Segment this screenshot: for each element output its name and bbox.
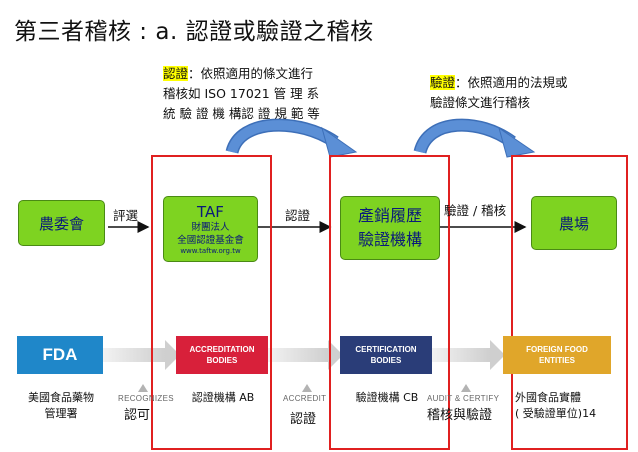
accreditation-note-line1: 認證：依照適用的條文進行: [163, 64, 320, 84]
cb-logo-line1: CERTIFICATION: [355, 345, 417, 354]
accreditation-highlight: 認證: [163, 66, 189, 81]
gray-label-recognizes: RECOGNIZES: [118, 394, 174, 403]
certification-note-line2: 驗證條文進行稽核: [430, 95, 531, 110]
node-coa: 農委會: [18, 200, 105, 246]
caption-recognize: 認可: [124, 408, 151, 423]
caption-ab: 認證機構 AB: [191, 391, 255, 404]
edge-label-accredit: 認證: [285, 208, 311, 223]
foreign-food-logo: FOREIGN FOOD ENTITIES: [503, 336, 611, 374]
gray-process-arrow-3: [432, 340, 505, 392]
ff-logo-line1: FOREIGN FOOD: [526, 345, 588, 354]
node-taf: TAF 財團法人 全國認證基金會 www.taftw.org.tw: [163, 196, 258, 262]
curved-arrow-certification: [413, 118, 536, 158]
caption-foreign-food: 外國食品實體 ( 受驗證單位)14: [515, 390, 607, 422]
caption-fda: 美國食品藥物 管理署: [20, 390, 102, 422]
node-coa-label: 農委會: [38, 214, 84, 233]
accreditation-note-line2: 稽核如 ISO 17021 管 理 系: [163, 86, 320, 101]
caption-ff-line1: 外國食品實體: [515, 391, 581, 404]
ab-logo-line2: BODIES: [206, 356, 238, 365]
node-cert-body-line1: 產銷履歷: [357, 206, 422, 225]
caption-fda-line2: 管理署: [44, 407, 78, 420]
fda-logo-text: FDA: [42, 345, 78, 364]
node-farm-label: 農場: [558, 214, 589, 233]
fda-logo: FDA: [17, 336, 103, 374]
certification-highlight: 驗證: [430, 75, 456, 90]
entity-frame: [511, 155, 628, 450]
node-taf-line1: 財團法人: [191, 222, 230, 233]
certification-frame: [329, 155, 450, 450]
node-farm: 農場: [531, 196, 617, 250]
certification-note: 驗證：依照適用的法規或 驗證條文進行稽核: [430, 73, 568, 113]
caption-ff-line2-text: ( 受驗證單位): [515, 407, 583, 420]
ab-logo-line1: ACCREDITATION: [189, 345, 255, 354]
gray-process-arrow-2: [268, 340, 343, 392]
node-taf-line2: 全國認證基金會: [177, 235, 244, 246]
caption-ff-line2: ( 受驗證單位)14: [515, 406, 607, 422]
accreditation-note-line3: 統 驗 證 機 構認 證 規 範 等: [163, 106, 320, 121]
accreditation-note: 認證：依照適用的條文進行 稽核如 ISO 17021 管 理 系 統 驗 證 機…: [163, 64, 320, 124]
gray-process-arrow-1: [103, 340, 180, 392]
certification-bodies-logo: CERTIFICATION BODIES: [340, 336, 432, 374]
caption-fda-line1: 美國食品藥物: [28, 391, 94, 404]
gray-label-accredit: ACCREDIT: [283, 394, 327, 403]
edge-label-select: 評選: [113, 208, 139, 223]
accreditation-note-line1-rest: ：依照適用的條文進行: [188, 66, 314, 81]
node-cert-body-line2: 驗證機構: [357, 230, 422, 249]
certification-note-line1: 驗證：依照適用的法規或: [430, 73, 568, 93]
node-cert-body: 產銷履歷 驗證機構: [340, 196, 440, 260]
caption-accredit: 認證: [290, 412, 317, 427]
node-taf-title: TAF: [197, 203, 224, 221]
curved-arrow-accreditation: [225, 118, 358, 158]
caption-cb: 驗證機構 CB: [355, 391, 419, 404]
page-title: 第三者稽核 : a. 認證或驗證之稽核: [14, 19, 374, 45]
page-number: 14: [582, 407, 597, 420]
gray-label-audit-certify: AUDIT & CERTIFY: [427, 394, 500, 403]
edge-label-certify: 驗證 / 稽核: [444, 203, 507, 218]
certification-note-line1-rest: ：依照適用的法規或: [455, 75, 568, 90]
caption-audit: 稽核與驗證: [427, 408, 493, 423]
node-taf-url: www.taftw.org.tw: [180, 247, 241, 255]
ff-logo-line2: ENTITIES: [538, 356, 575, 365]
accreditation-frame: [151, 155, 272, 450]
accreditation-bodies-logo: ACCREDITATION BODIES: [176, 336, 268, 374]
cb-logo-line2: BODIES: [370, 356, 402, 365]
